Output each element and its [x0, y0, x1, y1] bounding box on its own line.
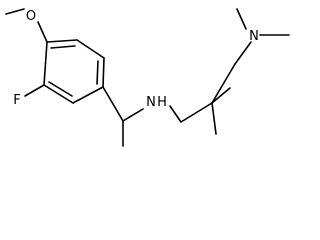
ring-bond-3 — [102, 57, 105, 88]
ring-bond-2 — [76, 39, 105, 59]
molecule-structure: O F N H N — [5, 8, 290, 147]
o-ring-bond — [37, 21, 48, 43]
n-methyl-bond-1 — [236, 8, 247, 30]
ring-bond-1 — [46, 39, 78, 43]
methyl-o-bond — [5, 8, 25, 15]
amine-n-label: N — [146, 95, 156, 110]
ring-ch-bond — [102, 86, 124, 122]
quat-ch2-bond — [211, 63, 236, 104]
dimethylamine-n-label: N — [249, 29, 259, 44]
ring-bond-3-inner — [96, 60, 99, 85]
ch2-quat-bond — [180, 102, 213, 123]
amine-h-label: H — [157, 95, 167, 110]
ring-bond-6 — [43, 41, 48, 86]
oxygen-label: O — [26, 9, 36, 24]
ring-bond-5 — [43, 84, 74, 104]
quat-methyl-bond-2 — [211, 102, 217, 135]
f-ring-bond — [24, 84, 45, 97]
ring-bond-4 — [72, 86, 104, 104]
ring-bond-1-inner — [50, 45, 76, 49]
quat-methyl-bond-1 — [211, 87, 231, 104]
ch-nh-bond — [122, 108, 144, 122]
fluorine-label: F — [13, 93, 20, 108]
ch2-nme2-bond — [234, 41, 252, 65]
nh-ch2-bond — [169, 105, 182, 123]
ring-bond-5-inner — [48, 81, 73, 97]
